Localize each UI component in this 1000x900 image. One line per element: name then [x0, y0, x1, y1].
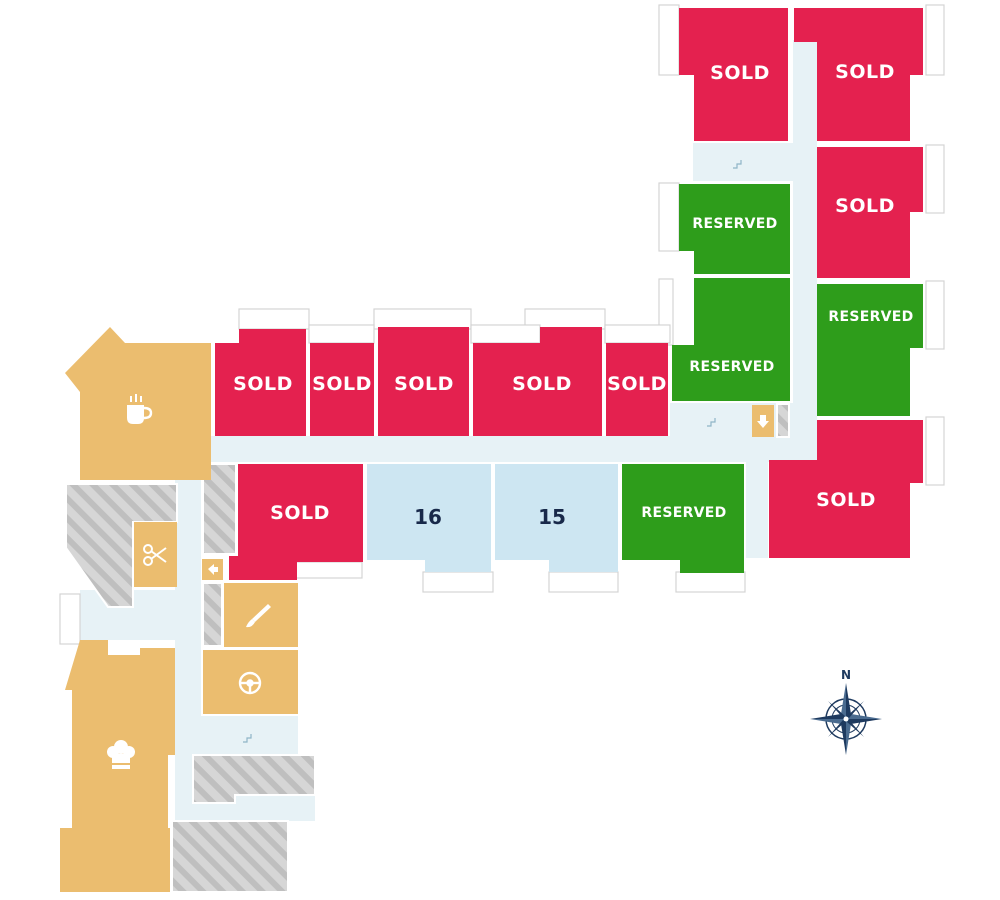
unit-label: RESERVED — [828, 309, 913, 325]
unit-sold-south-1[interactable]: SOLD — [229, 464, 363, 580]
unit-sold-mid-2[interactable]: SOLD — [310, 343, 374, 436]
unit-label: SOLD — [312, 373, 372, 395]
unit-sold-north-1[interactable]: SOLD — [679, 8, 788, 141]
unit-label: SOLD — [270, 502, 330, 524]
paintbrush-icon — [246, 604, 271, 628]
unit-label: 15 — [538, 505, 566, 529]
unit-sold-east[interactable]: SOLD — [769, 420, 923, 558]
amenity-art-studio[interactable] — [224, 583, 298, 647]
unit-label: SOLD — [512, 373, 572, 395]
unit-sold-mid-4[interactable]: SOLD — [473, 327, 602, 436]
scissors-icon — [143, 544, 167, 566]
unit-label: RESERVED — [689, 359, 774, 375]
stairs-icon — [243, 160, 742, 743]
unit-sold-north-3[interactable]: SOLD — [817, 147, 923, 278]
amenity-salon[interactable] — [134, 522, 177, 587]
units: SOLD SOLD RESERVED SOLD RESERVED RESERVE… — [215, 8, 923, 580]
unit-reserved-north-3[interactable]: RESERVED — [817, 284, 923, 416]
unit-sold-mid-1[interactable]: SOLD — [215, 329, 306, 436]
amenity-kitchen[interactable] — [60, 640, 175, 892]
steering-wheel-icon — [238, 671, 262, 695]
unit-sold-north-2[interactable]: SOLD — [794, 8, 923, 141]
exit-arrow-down-icon — [752, 405, 774, 437]
unit-15[interactable]: 15 — [495, 464, 618, 572]
unit-label: SOLD — [835, 61, 895, 83]
amenity-cafe[interactable] — [65, 327, 211, 480]
unit-label: 16 — [414, 505, 442, 529]
unit-16[interactable]: 16 — [367, 464, 491, 572]
unit-label: RESERVED — [692, 216, 777, 232]
unit-label: SOLD — [233, 373, 293, 395]
unit-label: SOLD — [394, 373, 454, 395]
chef-hat-icon — [107, 740, 135, 769]
exit-arrow-left-icon — [202, 559, 223, 580]
unit-label: SOLD — [835, 195, 895, 217]
coffee-cup-icon — [127, 394, 153, 424]
unit-reserved-north-2[interactable]: RESERVED — [672, 278, 790, 401]
unit-sold-mid-5[interactable]: SOLD — [606, 343, 668, 436]
service-areas — [65, 403, 790, 893]
balcony-outlines — [59, 4, 945, 645]
unit-reserved-north-1[interactable]: RESERVED — [679, 184, 790, 274]
compass-north-label: N — [841, 668, 851, 682]
unit-label: SOLD — [710, 62, 770, 84]
unit-label: RESERVED — [641, 505, 726, 521]
unit-label: SOLD — [816, 489, 876, 511]
unit-reserved-south[interactable]: RESERVED — [622, 464, 744, 573]
unit-label: SOLD — [607, 373, 667, 395]
unit-sold-mid-3[interactable]: SOLD — [378, 327, 469, 436]
compass-rose-icon: N — [810, 668, 882, 755]
amenity-parking[interactable] — [203, 650, 298, 714]
